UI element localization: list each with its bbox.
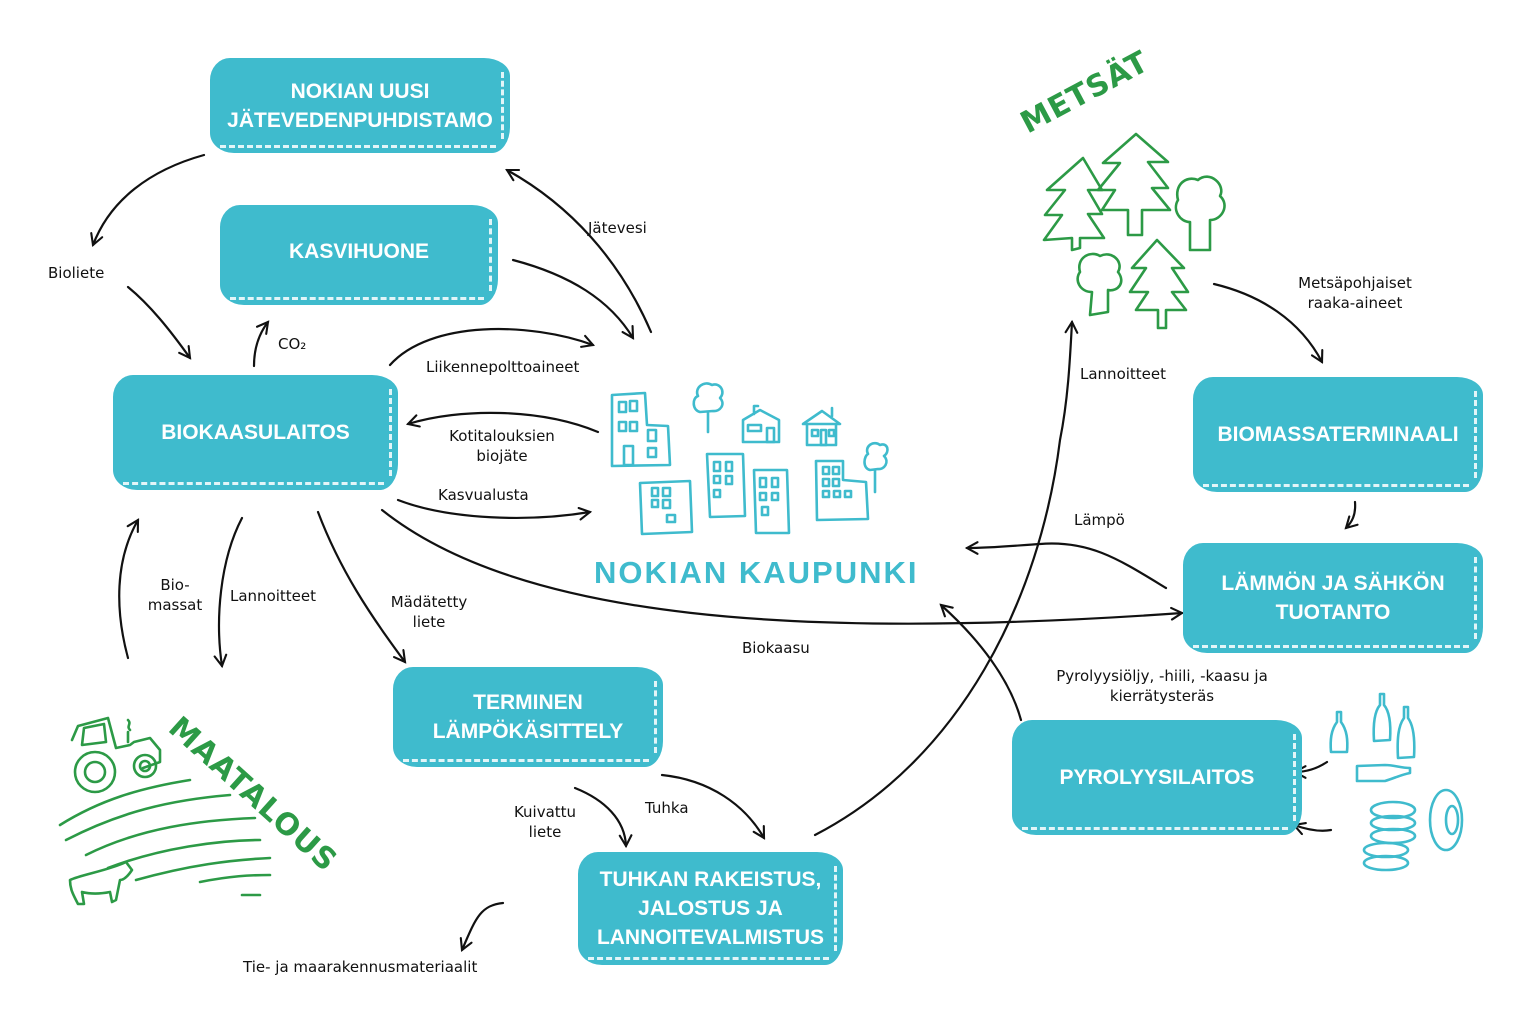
city-title: NOKIAN KAUPUNKI <box>594 555 919 590</box>
node-biokaasulaitos: BIOKAASULAITOS <box>113 375 398 490</box>
flow-label-kuivattu-liete: Kuivattu liete <box>513 803 577 841</box>
flow-label-bioliete: Bioliete <box>48 264 105 282</box>
node-jatevedenpuhdistamo: NOKIAN UUSI JÄTEVEDENPUHDISTAMO <box>210 58 510 153</box>
arrow-liikennepolttoaineet <box>388 327 596 367</box>
arrow-tyres-to-pyrolyysi <box>1291 821 1333 836</box>
node-lammon-ja-sahkon-tuotanto: LÄMMÖN JA SÄHKÖN TUOTANTO <box>1183 543 1483 653</box>
arrow-lampo <box>964 541 1168 590</box>
node-terminen-lampokasittely: TERMINEN LÄMPÖKÄSITTELY <box>393 667 663 767</box>
city-buildings-icon <box>610 382 889 536</box>
node-biomassaterminaali: BIOMASSATERMINAALI <box>1193 377 1483 492</box>
flow-label-madatetty-liete: Mädätetty liete <box>390 593 468 631</box>
arrow-kasvihuone-to-city <box>511 258 635 340</box>
arrow-pyrolyysituotteet <box>939 603 1023 722</box>
flow-label-kotitalouksien-biojate: Kotitalouksien biojäte <box>449 427 555 465</box>
flow-label-co2: CO₂ <box>278 335 307 353</box>
flow-label-biokaasu: Biokaasu <box>742 639 810 657</box>
node-tuhkan-rakeistus: TUHKAN RAKEISTUS, JALOSTUS JA LANNOITEVA… <box>578 852 843 965</box>
flow-label-metsapohjaiset: Metsäpohjaiset raaka-aineet <box>1298 274 1412 312</box>
arrow-tuhka <box>660 773 766 840</box>
flow-label-kasvualusta: Kasvualusta <box>438 486 529 504</box>
arrow-biomassat <box>118 518 140 660</box>
forest-trees-icon <box>1042 132 1226 330</box>
flow-label-biomassat: Bio- massat <box>147 576 203 614</box>
flow-label-liikennepolttoaineet: Liikennepolttoaineet <box>426 358 580 376</box>
arrow-bioliete-to-biokaasulaitos <box>126 285 192 360</box>
arrow-kuivattu-liete <box>573 786 633 849</box>
tractor-field-cow-icon <box>58 716 272 906</box>
arrow-madatetty-liete <box>316 510 407 664</box>
arrow-biomassa-to-lammon <box>1344 500 1359 530</box>
arrow-tie-maarakennus <box>459 901 505 952</box>
bottles-and-tyres-icon <box>1329 692 1464 872</box>
node-kasvihuone: KASVIHUONE <box>220 205 498 305</box>
flow-label-lannoitteet-metsat: Lannoitteet <box>1080 365 1167 383</box>
arrow-biokaasu <box>380 508 1185 625</box>
arrow-puhdistamo-to-bioliete <box>90 153 206 248</box>
arrow-metsapohjaiset <box>1212 282 1324 364</box>
flow-label-lannoitteet-maatalous: Lannoitteet <box>230 587 317 605</box>
arrow-lannoitteet-maatalous <box>213 516 244 669</box>
flow-label-pyrolyysituotteet: Pyrolyysiöljy, -hiili, -kaasu ja kierrät… <box>1056 667 1268 705</box>
arrow-biojate <box>405 411 600 434</box>
arrow-kasvualusta <box>396 498 593 521</box>
arrow-co2 <box>252 320 270 368</box>
flow-label-jatevesi: Jätevesi <box>588 219 647 237</box>
flow-label-tuhka: Tuhka <box>645 799 689 817</box>
node-pyrolyysilaitos: PYROLYYSILAITOS <box>1012 720 1302 835</box>
flow-label-tie-ja-maarakennus: Tie- ja maarakennusmateriaalit <box>243 958 478 976</box>
arrow-jatevesi <box>505 168 653 334</box>
flow-label-lampo: Lämpö <box>1074 511 1125 529</box>
